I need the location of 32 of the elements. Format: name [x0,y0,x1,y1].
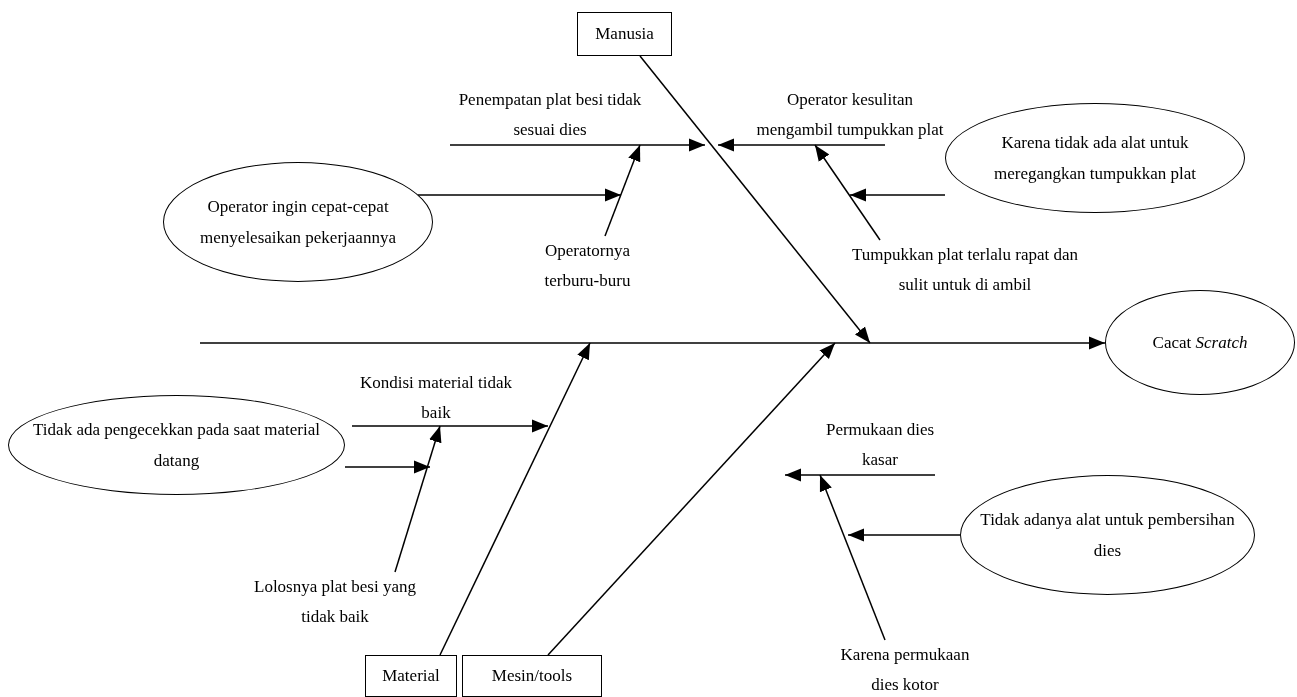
cause-text: Tumpukkan plat terlalu rapat dan sulit untuk di ambil [850,240,1080,300]
cause-text: Operatornya terburu-buru [540,236,635,296]
arrow [717,138,886,152]
arrow [449,138,706,152]
spine-arrow [199,336,1106,350]
cause-text: Penempatan plat besi tidak sesuai dies [450,85,650,145]
cause-ellipse: Karena tidak ada alat untuk meregangkan tumpukkan plat [945,103,1245,213]
arrow [604,144,641,237]
arrow [849,188,946,202]
arrow [394,425,442,573]
arrow [784,468,936,482]
arrow [351,419,549,433]
cause-ellipse: Operator ingin cepat-cepat menyelesaikan pekerjaannya [163,162,433,282]
arrow [639,55,871,344]
category-box: Mesin/tools [462,655,602,697]
cause-ellipse: Tidak ada pengecekkan pada saat material datang [8,395,345,495]
arrow [344,460,431,474]
arrow [547,342,836,656]
effect-ellipse: Cacat Scratch [1105,290,1295,395]
arrow [847,528,961,542]
arrow [814,144,881,241]
cause-text: Lolosnya plat besi yang tidak baik [250,572,420,632]
cause-text: Karena permukaan dies kotor [825,640,985,697]
cause-text: Operator kesulitan mengambil tumpukkan plat [752,85,948,145]
category-box: Material [365,655,457,697]
cause-text: Permukaan dies kasar [810,415,950,475]
cause-text: Kondisi material tidak baik [352,368,520,426]
arrow [417,188,622,202]
category-box: Manusia [577,12,672,56]
cause-ellipse: Tidak adanya alat untuk pembersihan dies [960,475,1255,595]
arrow [819,474,886,641]
arrow [439,342,591,656]
